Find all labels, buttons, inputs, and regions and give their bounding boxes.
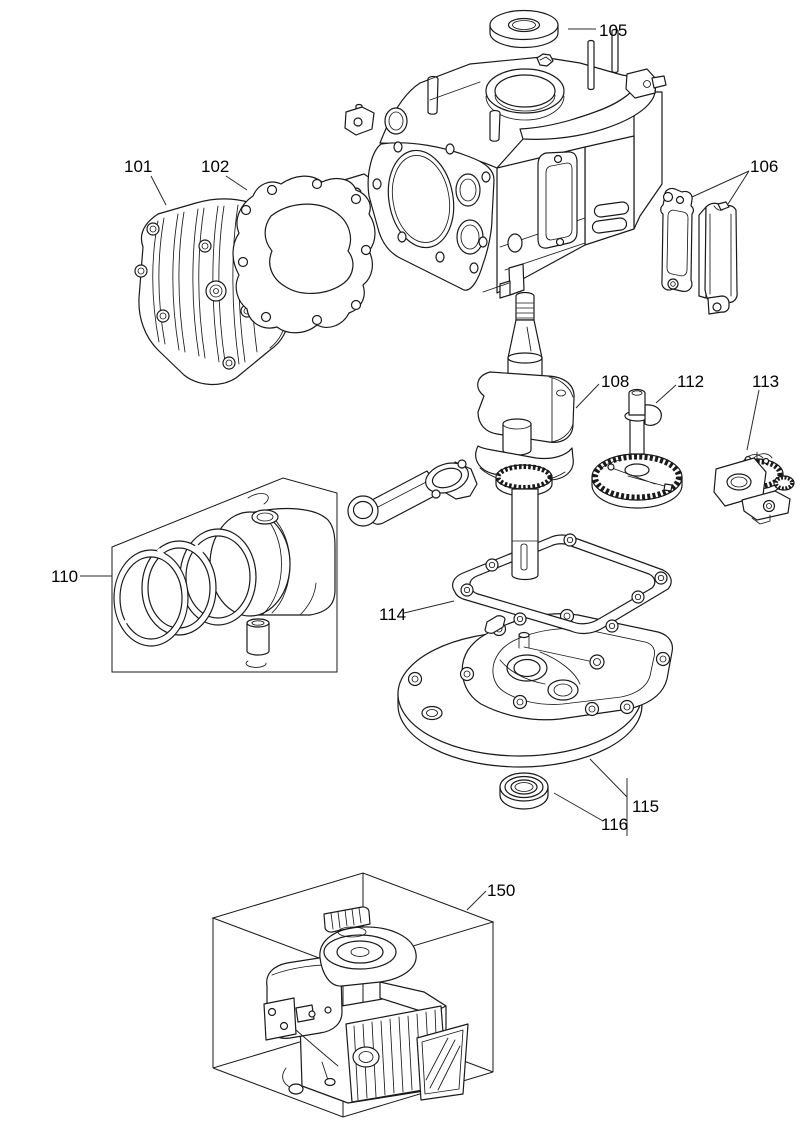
- part-150-complete-engine: [211, 872, 495, 1118]
- label-115: 115: [632, 797, 659, 816]
- label-112: 112: [677, 372, 704, 391]
- part-114-sump-gasket: [452, 533, 672, 635]
- spark-plug-boss: [205, 280, 227, 302]
- piston-rings: [113, 528, 257, 647]
- callout-labels: 101 102 105 106 108 110 112 113 114 115 …: [51, 21, 779, 900]
- circlip-bottom: [245, 660, 267, 668]
- label-150: 150: [487, 881, 515, 900]
- label-116: 116: [601, 815, 628, 834]
- engine-decal: [416, 1023, 469, 1101]
- drain-plug: [421, 705, 443, 721]
- circlip-top: [247, 493, 269, 505]
- leader-150: [466, 890, 487, 911]
- part-115-crankcase-sump: [397, 608, 674, 768]
- leader-106: [691, 170, 750, 205]
- part-112-camshaft: [591, 388, 683, 509]
- label-102: 102: [201, 157, 229, 176]
- label-108: 108: [601, 372, 629, 391]
- part-110-piston-kit: [111, 477, 338, 673]
- part-113-governor-assembly: [713, 451, 795, 525]
- part-108-crankshaft: [475, 291, 575, 581]
- label-110: 110: [51, 567, 78, 586]
- label-101: 101: [124, 157, 152, 176]
- head-bolt-holes: [372, 141, 491, 274]
- gasket-bolt-holes: [237, 178, 372, 326]
- leader-108: [575, 383, 600, 409]
- part-105-seal-washer: [489, 9, 559, 49]
- kit-outline-box: [111, 477, 338, 673]
- fuel-cap: [323, 906, 371, 933]
- callout-leaders: [80, 28, 760, 911]
- leader-112: [655, 384, 677, 404]
- label-105: 105: [599, 21, 627, 40]
- engine-block: [342, 28, 667, 299]
- connecting-rod: [347, 459, 478, 527]
- leader-113: [746, 389, 760, 451]
- label-114: 114: [379, 605, 406, 624]
- leader-102: [225, 175, 248, 191]
- breather-stub: [484, 615, 506, 634]
- leader-116: [553, 792, 604, 822]
- part-106-exhaust-gasket-and-guard: [660, 187, 738, 315]
- leader-114: [403, 600, 455, 614]
- part-116-oil-seal: [499, 772, 549, 810]
- carburetor-controls: [263, 997, 339, 1095]
- label-106: 106: [750, 157, 778, 176]
- leader-101: [150, 175, 167, 206]
- gasket-eyelets: [460, 533, 668, 633]
- leader-115: [589, 758, 628, 836]
- piston: [209, 507, 336, 617]
- label-113: 113: [752, 372, 779, 391]
- part-102-head-gasket: [232, 175, 376, 334]
